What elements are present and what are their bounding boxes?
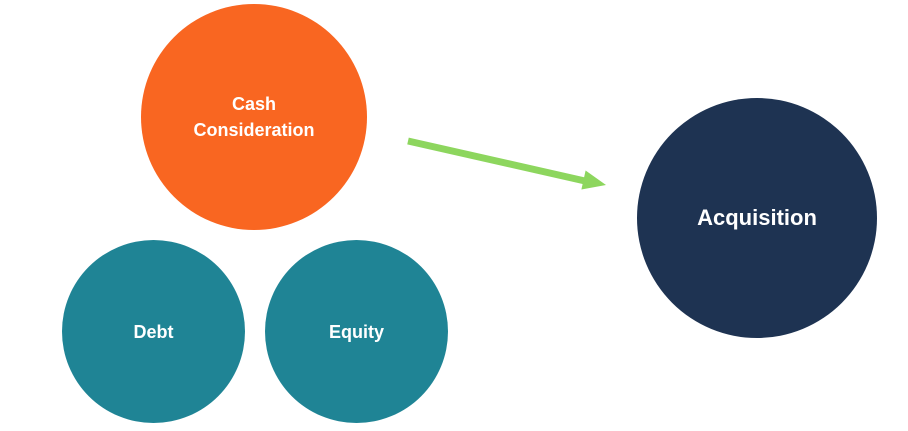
node-cash-consideration-label: Cash Consideration <box>193 94 315 140</box>
arrow-shaft <box>407 137 586 185</box>
node-debt: Debt <box>62 240 245 423</box>
node-equity: Equity <box>265 240 448 423</box>
node-acquisition-label: Acquisition <box>697 205 817 230</box>
arrow-head-icon <box>581 170 606 190</box>
node-cash-consideration: Cash Consideration <box>141 4 367 230</box>
node-debt-label: Debt <box>133 321 174 342</box>
node-equity-label: Equity <box>328 321 384 342</box>
node-acquisition: Acquisition <box>637 98 877 338</box>
